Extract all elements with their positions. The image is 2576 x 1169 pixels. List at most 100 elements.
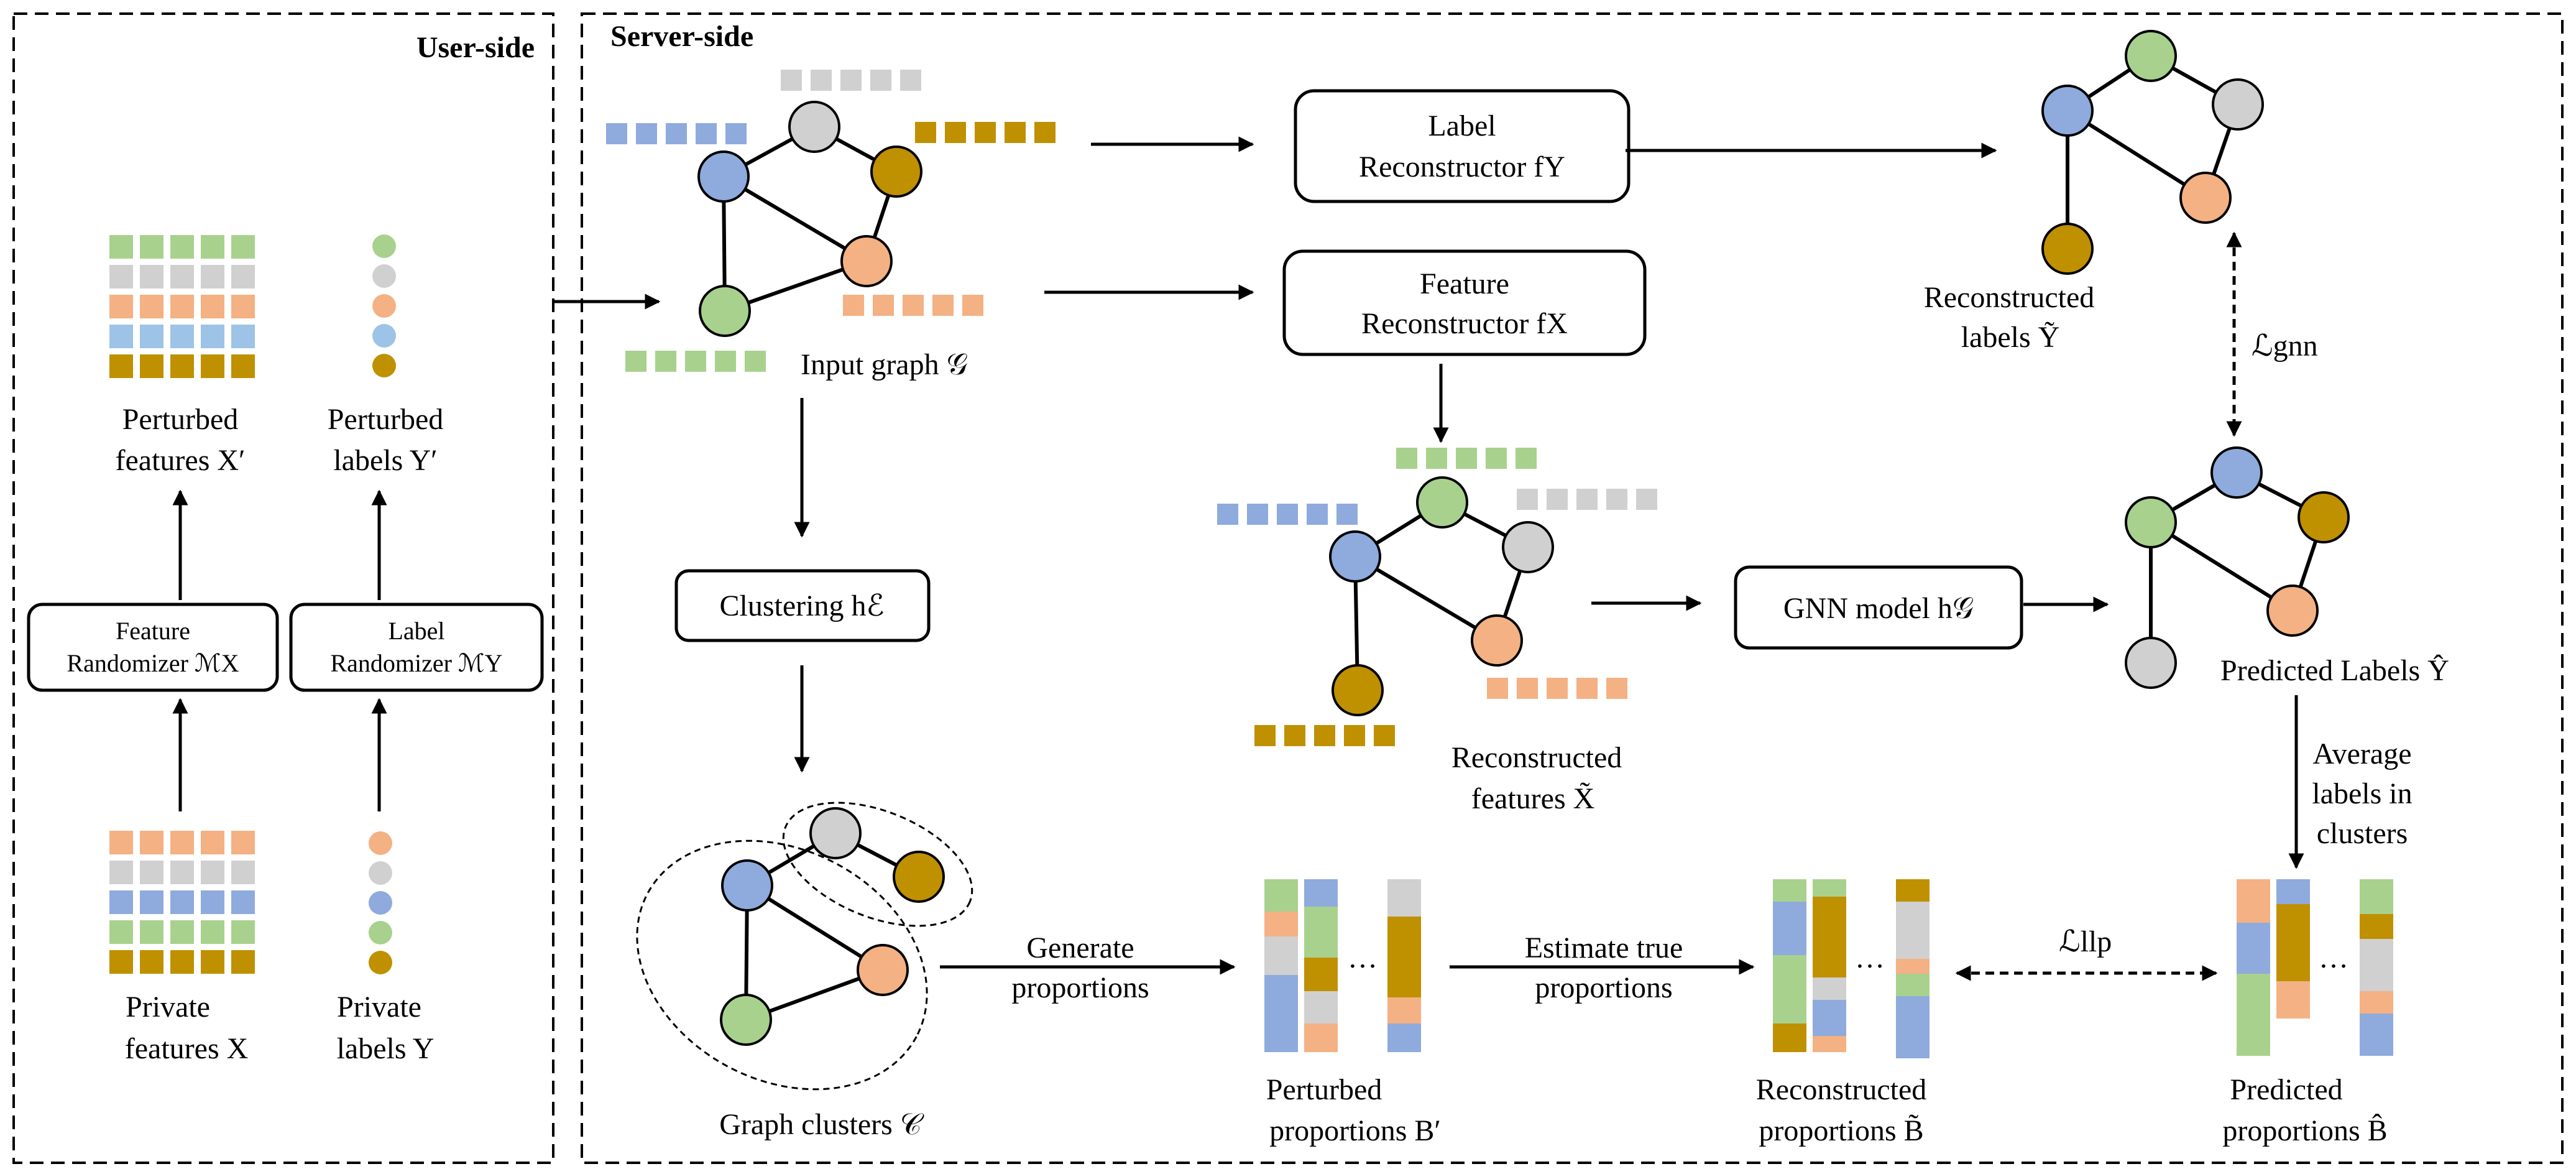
proportion-segment	[1264, 879, 1298, 912]
feature-cell	[201, 265, 224, 289]
proportion-segment	[1773, 1023, 1806, 1052]
proportion-segment	[2237, 879, 2270, 923]
proportion-segment	[1304, 879, 1338, 907]
proportion-segment	[1304, 1023, 1338, 1052]
feature-cell	[685, 351, 706, 372]
perturbed-proportions-line2: proportions B′	[1269, 1114, 1441, 1147]
label-dot	[372, 324, 396, 348]
reconstructed-labels-line1: Reconstructed	[1924, 281, 2095, 314]
feature-cell	[231, 295, 255, 318]
feature-cell	[231, 920, 255, 944]
graph-node	[870, 146, 922, 198]
label-dot	[369, 831, 392, 855]
feature-cell	[201, 295, 224, 318]
feature-cell	[109, 831, 133, 854]
feature-cell	[140, 235, 163, 259]
graph-node	[1329, 530, 1381, 583]
feature-cell	[1517, 678, 1538, 699]
feature-cell	[109, 920, 133, 944]
feature-reconstructor-box	[1282, 249, 1647, 356]
graph-edge	[2150, 520, 2294, 612]
feature-cell	[140, 890, 163, 914]
feature-cell	[109, 890, 133, 914]
graph-edge	[1354, 555, 1498, 642]
feature-cell	[1516, 448, 1537, 469]
feature-cell	[843, 295, 864, 316]
perturbed-proportions-bars	[1264, 879, 1421, 1052]
feature-cell	[696, 123, 717, 144]
feature-cell	[1606, 678, 1627, 699]
feature-cell	[170, 861, 194, 884]
feature-cell	[140, 354, 163, 378]
graph-node	[1471, 614, 1523, 667]
feature-cell	[1396, 448, 1417, 469]
feature-cell	[231, 950, 255, 974]
proportion-segment	[2237, 923, 2270, 974]
perturbed-labels-dots	[372, 234, 396, 377]
proportion-segment	[1304, 991, 1338, 1023]
feature-cell	[1486, 448, 1507, 469]
feature-cell	[1314, 725, 1335, 746]
proportion-segment	[2276, 904, 2310, 981]
feature-reconstructor-line1: Feature	[1420, 267, 1509, 300]
estimate-true-proportions-line2: proportions	[1535, 971, 1672, 1004]
proportion-segment	[1773, 955, 1806, 1023]
proportion-segment	[2276, 879, 2310, 904]
proportion-segment	[1813, 1036, 1846, 1052]
predicted-labels-graph	[2125, 446, 2350, 689]
feature-cell	[636, 123, 657, 144]
proportion-segment	[1813, 879, 1846, 897]
feature-cell	[1547, 678, 1568, 699]
label-randomizer-box	[289, 603, 544, 692]
feature-cell	[201, 354, 224, 378]
proportion-segment	[1896, 996, 1930, 1058]
reconstructed-features-line2: features X̃	[1471, 782, 1595, 815]
feature-cell	[873, 295, 894, 316]
feature-cell	[1336, 504, 1358, 525]
label-dot	[372, 264, 396, 288]
graph-node	[720, 994, 772, 1046]
feature-cell	[140, 295, 163, 318]
proportion-segment	[2360, 939, 2393, 991]
cluster-outline-large	[636, 839, 928, 1091]
perturbed-labels-label-line1: Perturbed	[328, 403, 444, 436]
feature-randomizer-box	[27, 603, 279, 692]
feature-cell	[745, 351, 766, 372]
feature-cell	[1247, 504, 1268, 525]
feature-cell	[962, 295, 983, 316]
predicted-proportions-bars	[2237, 879, 2393, 1056]
feature-cell	[606, 123, 627, 144]
proportion-segment	[1813, 977, 1846, 1000]
feature-randomizer-line2: Randomizer ℳX	[67, 649, 239, 677]
graph-node	[2125, 496, 2177, 548]
feature-cell	[140, 950, 163, 974]
graph-clusters-graph	[636, 802, 973, 1091]
proportion-segment	[1387, 917, 1421, 997]
proportion-segment	[1264, 975, 1298, 1052]
graph-node	[697, 150, 750, 203]
proportion-segment	[1304, 907, 1338, 958]
gnn-model-label: GNN model h𝒢	[1783, 592, 1974, 625]
feature-cell	[170, 354, 194, 378]
private-features-grid	[109, 831, 255, 974]
graph-node	[2041, 223, 2094, 275]
reconstructed-labels-graph	[2041, 30, 2264, 275]
feature-cell	[1517, 489, 1538, 510]
perturbed-proportions-line1: Perturbed	[1266, 1073, 1382, 1106]
feature-cell	[1284, 725, 1305, 746]
feature-cell	[170, 235, 194, 259]
graph-node	[893, 851, 945, 903]
feature-cell	[201, 861, 224, 884]
feature-cell	[109, 861, 133, 884]
proportion-segment	[2360, 914, 2393, 939]
generate-proportions-line1: Generate	[1026, 931, 1134, 964]
graph-edge	[746, 884, 884, 972]
graph-clusters-label: Graph clusters 𝒞	[719, 1108, 924, 1141]
proportion-segment	[1773, 879, 1806, 902]
user-side-title: User-side	[416, 31, 535, 64]
proportion-segment	[2237, 974, 2270, 1056]
input-graph	[606, 70, 1056, 372]
feature-randomizer-line1: Feature	[116, 617, 190, 645]
predicted-labels-label: Predicted Labels Ŷ	[2220, 654, 2449, 687]
feature-cell	[109, 235, 133, 259]
